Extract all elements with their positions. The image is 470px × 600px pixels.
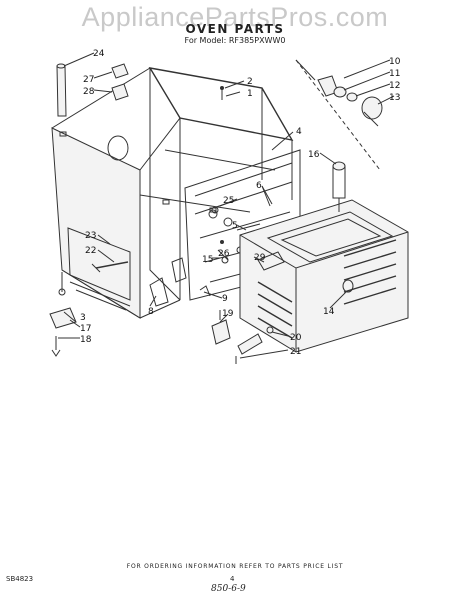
callout-18: 18 [80,335,92,345]
parts-24-27-28 [56,63,129,117]
callout-20: 20 [290,333,302,343]
oven-light-assembly [295,59,383,171]
callout-9: 9 [222,294,228,304]
callout-16: 16 [308,150,320,160]
door-hinge-parts [211,310,274,364]
callout-1: 1 [247,89,253,99]
page-number: 4 [230,575,235,583]
callout-15: 15 [202,255,213,265]
callout-27: 27 [83,75,94,85]
callout-21: 21 [290,347,301,357]
callout-5: 5 [232,221,238,231]
callout-2: 2 [247,77,253,87]
callout-29: 29 [254,253,266,263]
leveling-leg-parts [49,307,77,357]
callout-13: 13 [389,93,400,103]
callout-12: 12 [389,81,400,91]
callout-23: 23 [85,231,96,241]
watermark: AppliancePartsPros.com [81,2,389,32]
part-2-screw [220,86,224,100]
ordering-note: FOR ORDERING INFORMATION REFER TO PARTS … [126,563,344,570]
callout-10: 10 [389,57,401,67]
leader-lines [58,52,395,359]
document-id: SB4823 [6,575,34,583]
burner-tube-22-23 [91,261,129,273]
oven-cavity [239,199,409,353]
callout-11: 11 [389,69,400,79]
callout-26: 26 [218,249,230,259]
callout-28: 28 [83,87,95,97]
callout-19: 19 [222,309,234,319]
diagram-title: OVEN PARTS [185,22,285,36]
callout-22: 22 [85,246,96,256]
callout-14: 14 [323,307,335,317]
callout-4: 4 [296,127,302,137]
callout-24: 24 [93,49,105,59]
callout-3: 3 [80,313,86,323]
callout-labels: 24 27 28 2 1 4 10 11 12 13 16 6 25 5 26 … [80,49,401,357]
handwritten-note: 850-6-9 [211,584,246,594]
callout-25: 25 [223,196,234,206]
cabinet-body [51,67,294,319]
callout-8: 8 [148,307,154,317]
model-subtitle: For Model: RF385PXWW0 [184,36,286,45]
callout-6: 6 [256,181,262,191]
callout-17: 17 [80,324,91,334]
